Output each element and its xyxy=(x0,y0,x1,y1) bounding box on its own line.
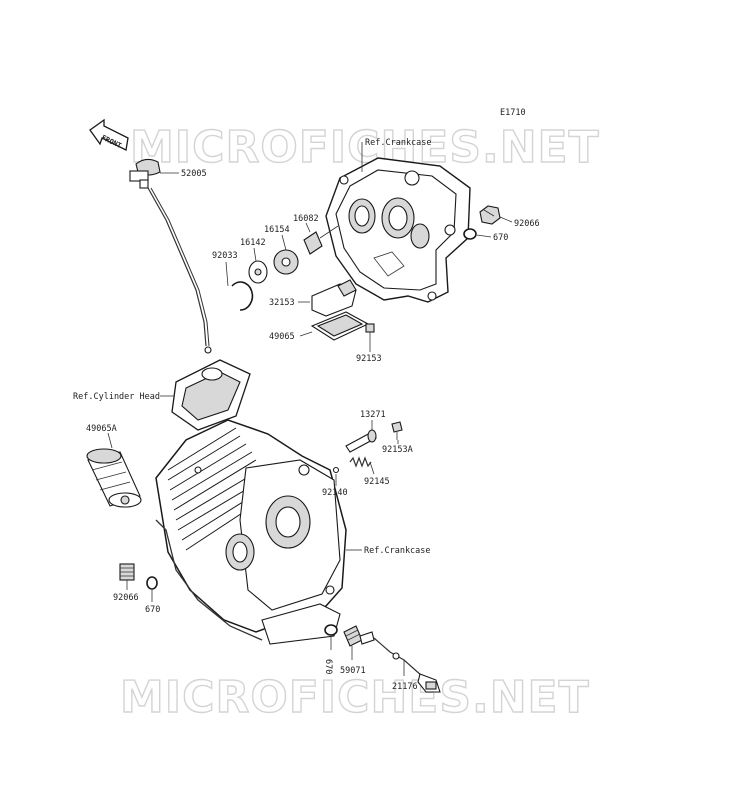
oring-bottom-part xyxy=(324,624,338,636)
bolt-92153-part xyxy=(365,323,375,346)
lead-part xyxy=(373,637,441,693)
label-92145: 92145 xyxy=(364,477,390,487)
pump-plate-part xyxy=(248,260,268,284)
label-52005: 52005 xyxy=(181,169,207,179)
oring-left-part xyxy=(146,576,158,590)
label-92140: 92140 xyxy=(322,488,348,498)
diagram-code: E1710 xyxy=(500,108,526,118)
cylinder-head-part xyxy=(171,359,251,431)
label-670-left: 670 xyxy=(145,605,160,615)
label-670-bottom: 670 xyxy=(323,659,333,674)
label-92066-top: 92066 xyxy=(514,219,540,229)
ref-crankcase-top: Ref.Crankcase xyxy=(365,138,432,148)
label-92153a: 92153A xyxy=(382,445,413,455)
oil-filter-part xyxy=(86,448,142,508)
label-59071: 59071 xyxy=(340,666,366,676)
engine-block-part xyxy=(155,419,347,645)
pressure-switch-part xyxy=(343,625,375,647)
relief-valve-part xyxy=(311,279,357,317)
label-49065a: 49065A xyxy=(86,424,117,434)
ref-crankcase-side: Ref.Crankcase xyxy=(364,546,431,556)
circlip-part xyxy=(231,281,254,311)
spring-92145-part xyxy=(349,456,372,468)
dipstick-part xyxy=(129,158,212,354)
crankcase-cover-part xyxy=(325,157,471,303)
label-13271: 13271 xyxy=(360,410,386,420)
bolt-92153a-part xyxy=(391,421,403,440)
label-21176: 21176 xyxy=(392,682,418,692)
watermark-bottom: MICROFICHES.NET xyxy=(120,672,590,723)
label-16154: 16154 xyxy=(264,225,290,235)
pump-shaft-part xyxy=(303,225,339,255)
plug-left-part xyxy=(119,563,135,581)
oring-top-part xyxy=(463,228,477,240)
pump-rotor-part xyxy=(273,249,299,275)
plug-top-part xyxy=(479,205,501,225)
label-92153: 92153 xyxy=(356,354,382,364)
label-16142: 16142 xyxy=(240,238,266,248)
gasket-part xyxy=(310,311,370,341)
front-arrow-icon: FRONT xyxy=(89,118,129,151)
watermark-top: MICROFICHES.NET xyxy=(130,122,600,173)
pin-13271-part xyxy=(345,429,377,453)
label-16082: 16082 xyxy=(293,214,319,224)
label-49065: 49065 xyxy=(269,332,295,342)
label-92033: 92033 xyxy=(212,251,238,261)
label-32153: 32153 xyxy=(269,298,295,308)
label-670-top: 670 xyxy=(493,233,508,243)
ball-92140-part xyxy=(332,466,340,474)
label-92066-left: 92066 xyxy=(113,593,139,603)
ref-cylinder-head: Ref.Cylinder Head xyxy=(73,392,160,402)
